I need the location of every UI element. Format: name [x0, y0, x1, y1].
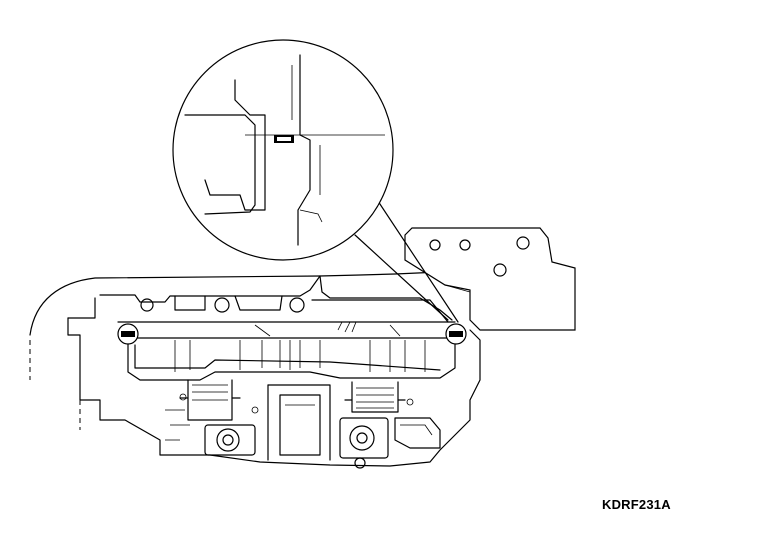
right-seal-marker — [445, 323, 467, 345]
left-seal-marker — [117, 323, 139, 345]
housing-body — [29, 271, 481, 467]
lower-assembly — [79, 379, 441, 469]
detail-magnifier — [172, 39, 459, 323]
right-bracket — [404, 227, 576, 331]
figure-code: KDRF231A — [602, 497, 671, 512]
